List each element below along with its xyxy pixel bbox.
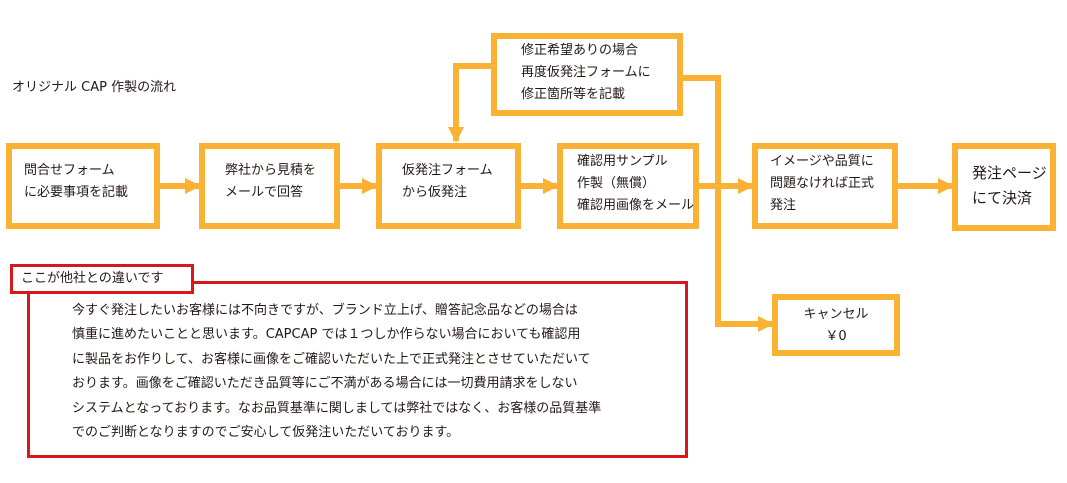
step-formal-order-line-2: 問題なければ正式 (770, 176, 875, 191)
step-revision-line-1: 修正希望ありの場合 (521, 43, 639, 58)
step-payment-line-2: にて決済 (972, 189, 1033, 207)
step-formal-order: イメージや品質に 問題なければ正式 発注 (752, 143, 898, 229)
difference-note-box (27, 281, 688, 458)
step-formal-order-line-3: 発注 (770, 198, 797, 213)
step-provisional: 仮発注フォーム から仮発注 (376, 143, 521, 229)
difference-note-line-2: 慎重に進めたいことと思います。CAPCAP では１つしか作らない場合においても確… (72, 327, 581, 343)
step-estimate: 弊社から見積を メールで回答 (199, 143, 340, 229)
difference-note-line-4: おります。画像をご確認いただき品質等にご不満がある場合には一切費用請求をしない (72, 376, 578, 392)
step-estimate-line-1: 弊社から見積を (225, 163, 317, 178)
step-estimate-line-2: メールで回答 (225, 185, 304, 200)
arrow-revision-to-provisional (448, 63, 491, 143)
difference-note-line-5: システムとなっております。なお品質基準に関しましては弊社ではなく、お客様の品質基… (72, 400, 602, 416)
step-provisional-line-2: から仮発注 (402, 185, 468, 200)
arrow-branch-to-cancel (715, 186, 774, 332)
step-inquiry-line-2: に必要事項を記載 (24, 185, 129, 200)
flow-caption: オリジナル CAP 作製の流れ (12, 80, 177, 95)
step-inquiry-line-1: 問合せフォーム (24, 163, 115, 178)
step-revision: 修正希望ありの場合 再度仮発注フォームに 修正箇所等を記載 (491, 33, 683, 116)
step-sample-line-2: 作製（無償） (577, 176, 656, 191)
difference-note-line-3: に製品をお作りして、お客様に画像をご確認いただいた上で正式発注とさせていただいて (72, 351, 591, 367)
difference-note-line-1: 今すぐ発注したいお客様には不向きですが、ブランド立上げ、贈答記念品などの場合は (72, 303, 578, 318)
step-payment-line-1: 発注ページ (972, 164, 1047, 182)
step-revision-line-2: 再度仮発注フォームに (521, 65, 651, 80)
step-inquiry: 問合せフォーム に必要事項を記載 (6, 143, 160, 229)
step-sample: 確認用サンプル 作製（無償） 確認用画像をメール (557, 143, 699, 229)
difference-note-label: ここが他社との違いです (10, 264, 194, 294)
step-sample-line-3: 確認用画像をメール (577, 198, 695, 213)
difference-note-line-6: でのご判断となりますのでご安心して仮発注いただいております。 (72, 425, 460, 441)
step-revision-line-3: 修正箇所等を記載 (521, 87, 626, 102)
step-cancel-line-2: ￥0 (825, 329, 847, 344)
arrow-branch-to-revision (683, 75, 721, 186)
step-provisional-line-1: 仮発注フォーム (402, 163, 493, 178)
step-cancel-line-1: キャンセル (803, 307, 869, 322)
step-payment: 発注ページ にて決済 (952, 143, 1056, 231)
step-formal-order-line-1: イメージや品質に (770, 154, 874, 169)
step-cancel: キャンセル ￥0 (772, 294, 900, 356)
difference-note-text: 今すぐ発注したいお客様には不向きですが、ブランド立上げ、贈答記念品などの場合は … (72, 299, 601, 445)
step-sample-line-1: 確認用サンプル (577, 154, 668, 169)
